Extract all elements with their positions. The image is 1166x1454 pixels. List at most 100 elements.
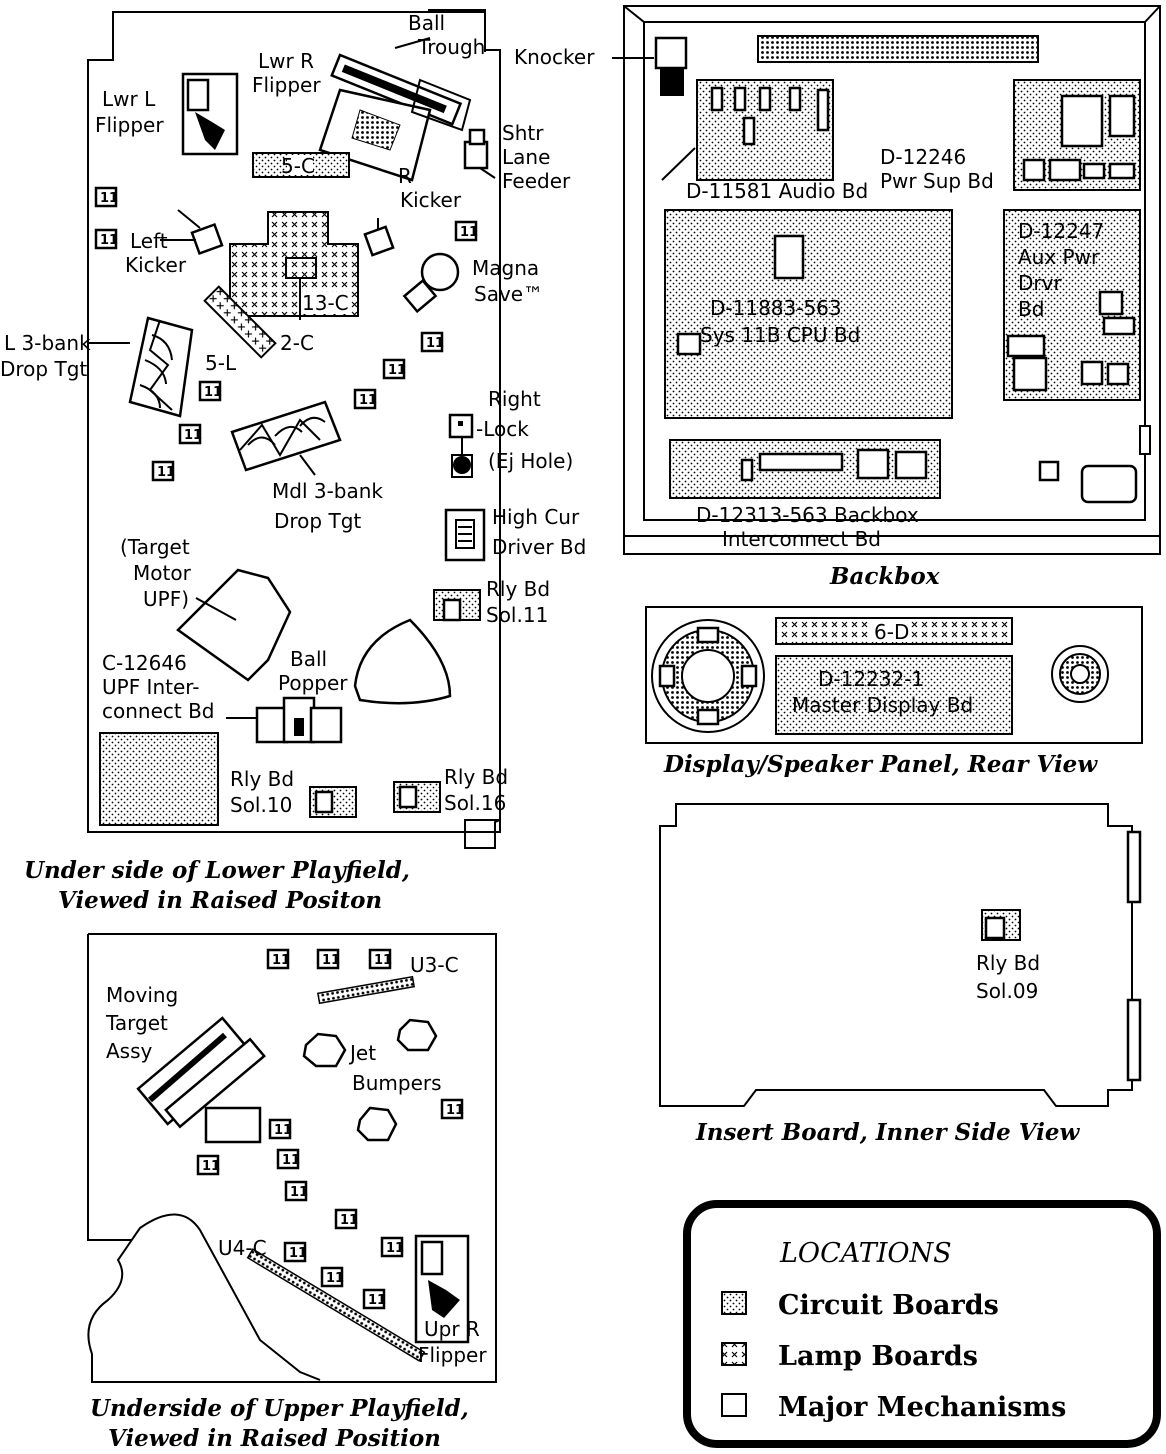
master-display-label-2: Master Display Bd (792, 693, 973, 717)
backbox-fuse-holder (1080, 464, 1138, 504)
backbox-caption: Backbox (829, 563, 940, 590)
r-kicker (363, 218, 395, 257)
svg-text:11: 11 (386, 1241, 404, 1256)
svg-text:11: 11 (460, 225, 478, 240)
lamp-socket: 11 (440, 1098, 464, 1120)
rly-sol09-label-2: Sol.09 (976, 979, 1038, 1003)
lamp-socket: 11 (198, 380, 222, 402)
speaker-right (1051, 645, 1109, 703)
ball-popper (255, 696, 343, 744)
magna-save (402, 252, 460, 314)
lamp-5l-label: 5-L (205, 351, 237, 375)
lamp-socket: 11 (382, 358, 406, 380)
svg-text:11: 11 (289, 1246, 307, 1261)
svg-text:11: 11 (322, 953, 340, 968)
lamp-sockets-lower: 11 11 11 11 11 11 11 11 11 (94, 186, 478, 482)
rly-bd-sol10 (309, 786, 357, 818)
legend-title: LOCATIONS (779, 1238, 952, 1269)
backbox-connector (1038, 460, 1060, 482)
insert-board: Rly Bd Sol.09 Insert Board, Inner Side V… (659, 803, 1142, 1146)
rly-sol09-label-1: Rly Bd (976, 951, 1040, 975)
lower-playfield-caption-2: Viewed in Raised Positon (58, 887, 382, 914)
svg-text:11: 11 (157, 465, 175, 480)
backbox-interconnect-board (669, 439, 941, 499)
lamp-socket: 11 (283, 1241, 307, 1263)
svg-text:11: 11 (202, 1159, 220, 1174)
svg-text:11: 11 (274, 1123, 292, 1138)
svg-text:11: 11 (204, 385, 222, 400)
svg-text:11: 11 (282, 1153, 300, 1168)
rly-bd-sol16 (393, 781, 441, 813)
rly-bd-sol09 (981, 909, 1021, 941)
aux-power-driver-board (1003, 209, 1141, 401)
jet-bumpers (302, 1018, 438, 1142)
lamp-socket: 11 (368, 948, 392, 970)
lamp-socket: 11 (320, 1266, 344, 1288)
legend-item-mechanism: Major Mechanisms (778, 1392, 1066, 1423)
lamp-sockets-upper: 11 11 11 11 11 11 11 11 11 11 11 11 11 (196, 948, 464, 1310)
target-motor (176, 568, 292, 682)
insert-board-outline (659, 803, 1133, 1107)
speaker-left (651, 619, 765, 733)
legend-item-lamp: Lamp Boards (778, 1341, 978, 1372)
shtr-lane-feeder (463, 128, 496, 179)
lamp-13c-label: 13-C (302, 291, 349, 315)
lamp-socket: 11 (454, 220, 478, 242)
lamp-board-5l (203, 285, 277, 359)
lamp-board-u4c (246, 1248, 426, 1362)
legend-swatch-mechanism (721, 1393, 747, 1417)
cpu-board-label-1: D-11883-563 (710, 296, 842, 320)
svg-text:11: 11 (359, 393, 377, 408)
audio-board (696, 79, 834, 181)
cpu-board (664, 209, 953, 419)
knocker-label: Knocker (514, 45, 595, 69)
lamp-socket: 11 (334, 1208, 358, 1230)
svg-text:11: 11 (446, 1103, 464, 1118)
ball-trough (330, 37, 463, 126)
lamp-board-13c (229, 211, 359, 317)
lwr-l-flipper (181, 72, 239, 156)
display-panel-caption: Display/Speaker Panel, Rear View (663, 751, 1098, 778)
backbox-outline (623, 5, 1161, 555)
lamp-socket: 11 (151, 460, 175, 482)
cpu-board-label-2: Sys 11B CPU Bd (700, 323, 860, 347)
svg-text:11: 11 (272, 953, 290, 968)
lower-playfield-caption-1: Under side of Lower Playfield, (24, 857, 410, 884)
backbox-lamp-strip (757, 35, 1039, 63)
left-kicker (160, 209, 224, 256)
u3c-label: U3-C (410, 953, 459, 977)
interconnect-label-1: D-12313-563 Backbox (696, 503, 919, 527)
lamp-socket: 11 (316, 948, 340, 970)
upper-playfield-outline (87, 933, 497, 1383)
lamp-socket: 11 (380, 1236, 404, 1258)
high-cur-driver-board (444, 508, 486, 562)
lamp-6d-label: 6-D (874, 620, 909, 644)
legend: LOCATIONS Circuit Boards Lamp Boards Maj… (683, 1200, 1161, 1448)
knocker (654, 36, 688, 96)
svg-text:11: 11 (340, 1213, 358, 1228)
lamp-socket: 11 (420, 331, 444, 353)
lamp-socket: 11 (276, 1148, 300, 1170)
legend-swatch-circuit (721, 1291, 747, 1315)
svg-text:11: 11 (100, 191, 118, 206)
mdl-3bank-drop-target (230, 400, 342, 472)
legend-item-circuit: Circuit Boards (778, 1290, 999, 1321)
ball-popper-ramp (353, 618, 452, 705)
lamp-socket: 11 (266, 948, 290, 970)
u4c-label: U4-C (218, 1236, 267, 1260)
